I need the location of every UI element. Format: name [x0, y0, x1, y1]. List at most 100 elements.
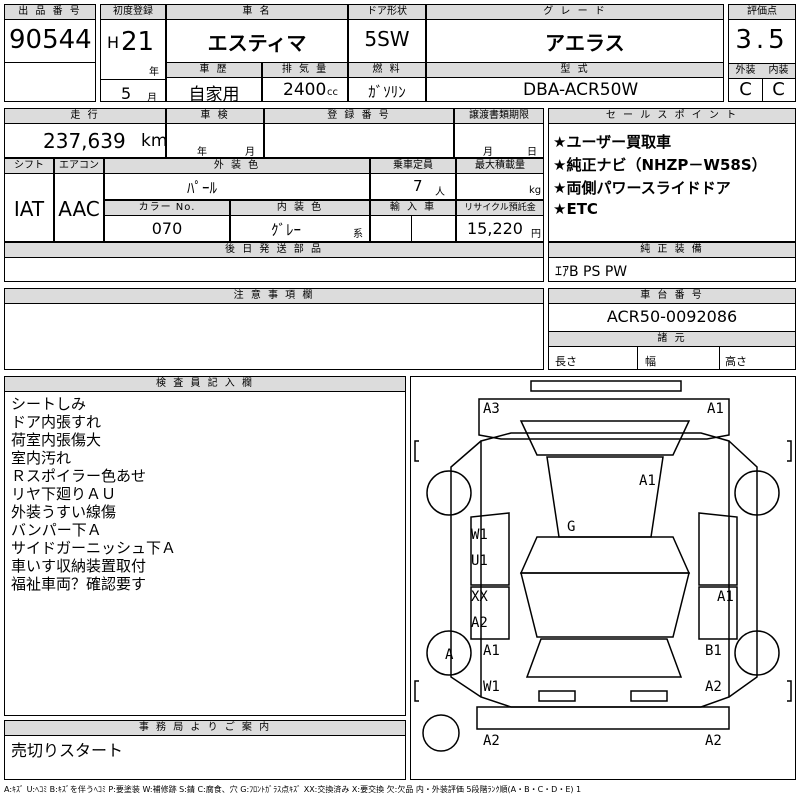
displacement-unit: cc	[327, 87, 338, 98]
exterior-color-label: 外 装 色	[105, 159, 369, 174]
chassis-box: 車 台 番 号 ACR50-0092086 諸 元 長さ 幅 高さ	[548, 288, 796, 370]
spec-height-label: 高さ	[725, 355, 747, 368]
sales-point-item: ★ユーザー買取車	[553, 133, 672, 151]
office-notes-box: 事 務 局 よ り ご 案 内 売切りスタート	[4, 720, 406, 780]
aircon-label: エアコン	[55, 159, 103, 174]
later-parts-label: 後 日 発 送 部 品	[5, 243, 543, 258]
score-value: 3.5	[735, 25, 789, 55]
mark-w1-left: W1	[471, 527, 488, 543]
mark-a2-bottom-left: A2	[483, 733, 500, 749]
score-box: 評価点 3.5 外装 内装 C C	[728, 4, 796, 102]
hood-outline	[520, 572, 690, 638]
sales-points-box: セ ー ル ス ポ イ ン ト ★ユーザー買取車 ★純正ナビ（NHZP－W58S…	[548, 108, 796, 242]
front-door-right-outline	[698, 586, 738, 640]
inspector-note-line: Ｒスポイラー色あせ	[11, 467, 147, 485]
genuine-equipment-label: 純 正 装 備	[549, 243, 795, 258]
office-notes-value: 売切りスタート	[11, 741, 124, 760]
later-parts-box: 後 日 発 送 部 品	[4, 242, 544, 282]
chassis-label: 車 台 番 号	[549, 289, 795, 304]
color-number-box: カラー No. 070	[104, 200, 230, 242]
sales-point-item: ★純正ナビ（NHZP－W58S）	[553, 156, 767, 174]
displacement-value: 2400	[283, 80, 327, 100]
mark-a3-top-left: A3	[483, 401, 500, 417]
transfer-day-unit: 日	[527, 147, 537, 158]
aircon-value: AAC	[58, 197, 100, 221]
grade-value: アエラス	[545, 31, 625, 55]
interior-label: 内装	[762, 64, 795, 79]
score-label: 評価点	[729, 5, 795, 20]
mileage-box: 走 行 237,639 km	[4, 108, 168, 158]
capacity-unit: 人	[435, 187, 445, 198]
fuel-box: 燃 料 ｶﾞｿﾘﾝ	[348, 62, 426, 102]
lot-number-box: 出 品 番 号 90544	[4, 4, 96, 102]
rear-spoiler-outline	[530, 380, 682, 392]
registration-number-box: 登 録 番 号	[264, 108, 454, 158]
wheel-front-left	[426, 630, 472, 676]
recycle-box: リサイクル預託金 15,220 円	[456, 200, 544, 242]
mark-a2-right-low: A2	[705, 679, 722, 695]
displacement-label: 排 気 量	[263, 63, 347, 78]
color-number-label: カラー No.	[105, 201, 229, 216]
year-unit: 年	[149, 67, 159, 78]
max-load-label: 最大積載量	[457, 159, 543, 174]
capacity-box: 乗車定員 7 人	[370, 158, 456, 200]
inspection-label: 車 検	[167, 109, 263, 124]
mark-a1-right-mid: A1	[717, 589, 734, 605]
damage-legend: A:ｷｽﾞ U:ﾍｺﾐ B:ｷｽﾞを伴うﾍｺﾐ P:要塗装 W:補修跡 S:錆 …	[4, 785, 582, 794]
exterior-grade: C	[739, 79, 752, 100]
caution-box: 注 意 事 項 欄	[4, 288, 544, 370]
mark-a2-left-mid: A2	[471, 615, 488, 631]
inspection-year-unit: 年	[197, 147, 207, 158]
spec-width-label: 幅	[645, 355, 656, 368]
right-bracket-top	[787, 440, 792, 462]
sales-points-label: セ ー ル ス ポ イ ン ト	[549, 109, 795, 124]
headlight-left-outline	[538, 690, 576, 702]
history-label: 車 歴	[167, 63, 261, 78]
recycle-label: リサイクル預託金	[457, 201, 543, 216]
mark-w1-left-low: W1	[483, 679, 500, 695]
left-bracket-top	[414, 440, 419, 462]
chassis-value: ACR50-0092086	[606, 307, 738, 326]
rear-door-right-outline	[698, 512, 738, 586]
lot-number-label: 出 品 番 号	[5, 5, 95, 20]
shift-value: IAT	[13, 197, 45, 221]
max-load-unit: kg	[529, 185, 542, 196]
mark-a2-bottom-right: A2	[705, 733, 722, 749]
grade-box: グ レ ー ド アエラス	[426, 4, 724, 64]
door-type-box: ドア形状 5SW	[348, 4, 426, 64]
history-value: 自家用	[188, 85, 240, 105]
exterior-color-box: 外 装 色 ﾊﾟｰﾙ	[104, 158, 370, 200]
inspection-box: 車 検 年 月	[166, 108, 264, 158]
model-label: 型 式	[427, 63, 723, 78]
rear-door-left-outline	[470, 512, 510, 586]
import-label: 輸 入 車	[371, 201, 455, 216]
sales-point-item: ★ETC	[553, 200, 598, 218]
front-bumper-outline	[525, 638, 683, 678]
registration-number-label: 登 録 番 号	[265, 109, 453, 124]
caution-label: 注 意 事 項 欄	[5, 289, 543, 304]
inspection-month-unit: 月	[245, 147, 255, 158]
inspector-note-line: 荷室内張傷大	[11, 431, 102, 449]
mark-a1-top-right: A1	[707, 401, 724, 417]
office-notes-label: 事 務 局 よ り ご 案 内	[5, 721, 405, 736]
inspector-note-line: バンパー下Ａ	[11, 521, 102, 539]
transfer-docs-label: 譲渡書類期限	[455, 109, 543, 124]
wheel-rear-right	[734, 470, 780, 516]
rear-bumper-outline	[478, 398, 730, 440]
recycle-unit: 円	[531, 229, 541, 240]
mileage-unit: km	[141, 131, 168, 151]
exterior-color-value: ﾊﾟｰﾙ	[187, 179, 218, 197]
shift-label: シフト	[5, 159, 53, 174]
front-lower-bumper-outline	[476, 706, 730, 730]
grade-label: グ レ ー ド	[427, 5, 723, 20]
right-bracket-bottom	[787, 680, 792, 702]
shift-box: シフト IAT	[4, 158, 54, 242]
mileage-value: 237,639	[43, 129, 126, 153]
aircon-box: エアコン AAC	[54, 158, 104, 242]
car-name-label: 車 名	[167, 5, 347, 20]
mark-a1-left-low: A1	[483, 643, 500, 659]
inspector-note-line: 室内汚れ	[11, 449, 72, 467]
displacement-box: 排 気 量 2400 cc	[262, 62, 348, 102]
transfer-month-unit: 月	[483, 147, 493, 158]
first-registration-label: 初度登録	[101, 5, 165, 20]
